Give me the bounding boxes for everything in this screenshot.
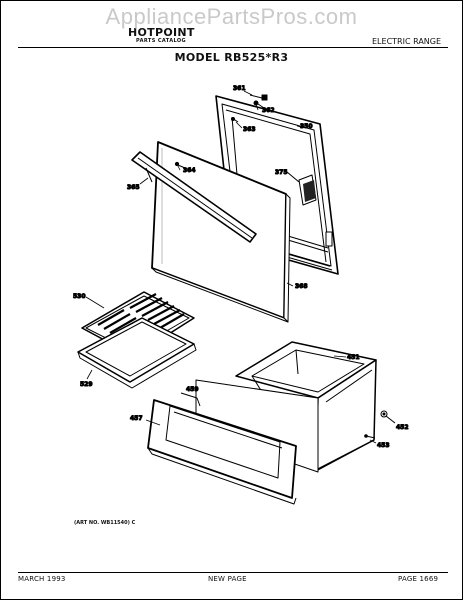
broiler-pan-529: [77, 317, 197, 389]
art-number: (ART NO. WB11540) C: [74, 520, 136, 526]
footer-page-number: PAGE 1669: [398, 575, 439, 583]
clip-459: [180, 392, 201, 407]
washer-362: [253, 100, 265, 109]
brand-logo-text: HOTPOINT: [128, 26, 195, 39]
part-label-529: 529: [80, 381, 93, 388]
door-handle-365: [131, 151, 257, 243]
catalog-label: PARTS CATALOG: [136, 38, 187, 44]
part-label-457: 457: [130, 415, 143, 422]
footer-note: NEW PAGE: [208, 575, 247, 583]
insulation-clip-375: [286, 171, 317, 206]
screw-453: [364, 434, 376, 439]
part-label-364: 364: [183, 167, 196, 174]
drawer-front-457: [147, 379, 319, 505]
bumper-452: [380, 410, 396, 424]
header-rule: [18, 47, 448, 48]
part-label-365: 365: [127, 184, 140, 191]
screw-361: [249, 94, 268, 101]
part-label-451: 451: [347, 354, 360, 361]
part-label-368: 368: [295, 283, 308, 290]
part-label-530: 530: [73, 293, 86, 300]
part-label-459: 459: [186, 386, 199, 393]
leader-lines: [85, 90, 377, 444]
part-label-350: 350: [300, 123, 313, 130]
part-label-375: 375: [275, 169, 288, 176]
footer-rule: [18, 572, 448, 573]
category-label: ELECTRIC RANGE: [372, 37, 442, 46]
part-label-363: 363: [243, 126, 256, 133]
screw-364: [174, 161, 186, 169]
part-label-453: 453: [377, 442, 390, 449]
part-label-452: 452: [396, 424, 409, 431]
model-title: MODEL RB525*R3: [174, 51, 289, 64]
footer-date: MARCH 1993: [18, 575, 66, 583]
part-label-361: 361: [233, 85, 246, 92]
screw-363: [231, 117, 239, 123]
part-label-362: 362: [262, 107, 275, 114]
drawer-body-451: [235, 341, 377, 471]
